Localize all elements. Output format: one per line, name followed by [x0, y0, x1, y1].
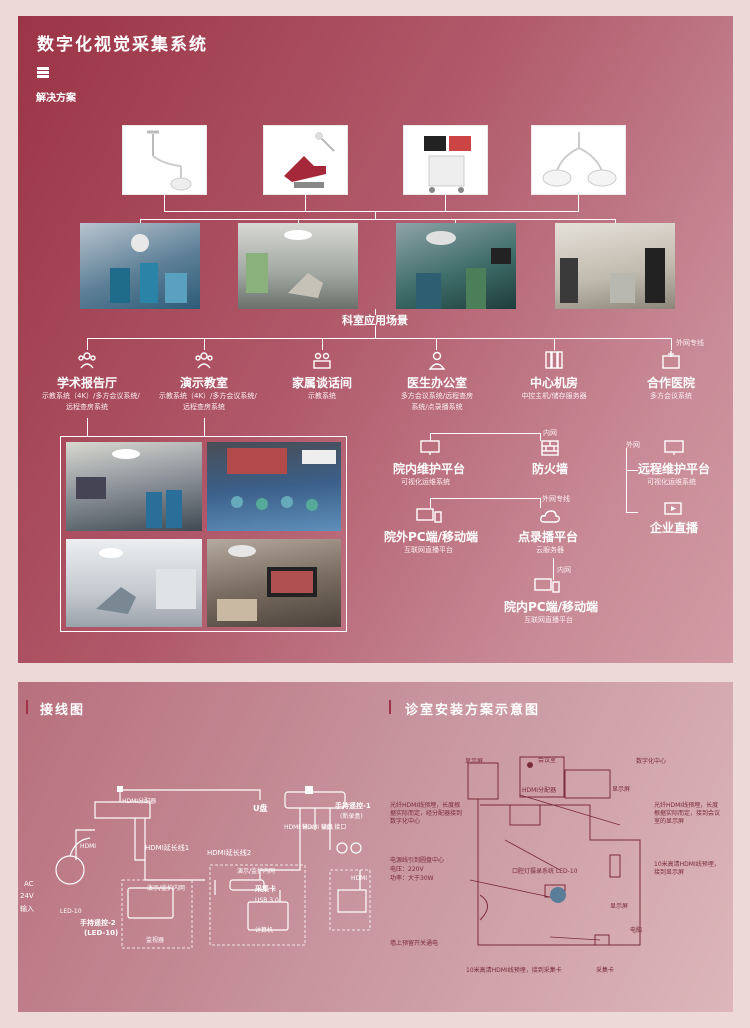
external-line-label-2: 外网专线	[542, 495, 570, 503]
pc-mobile-icon	[416, 508, 442, 523]
scene-doctor-office: 医生办公室 多方会议系统/远程查房 系统/点录播系统	[391, 350, 483, 413]
wall-switch-label: 墙上预留开关通电	[390, 940, 439, 947]
enterprise-live-node: 企业直播	[650, 500, 720, 536]
remote1-sub-label: (新录盒)	[340, 813, 363, 820]
dental-chair-icon	[284, 132, 335, 188]
meeting-room-label: 会议室	[538, 757, 557, 764]
intranet-label: 内网	[543, 429, 557, 437]
power-note-2: 电压：220V	[390, 866, 424, 873]
menu-icon[interactable]	[37, 67, 49, 78]
remote1-label: 手持遥控-1	[335, 802, 371, 810]
intranet-label-2: 内网	[557, 566, 571, 574]
scene-family-room: 家属谈话间 示教系统	[277, 350, 367, 402]
operating-room-photo	[80, 223, 200, 309]
dental-room-photo	[238, 223, 358, 309]
internal-maint-platform: 院内维护平台 可视化运维系统	[393, 440, 493, 487]
note-4: 10米高清HDMI线预埋，接到采集卡	[466, 967, 562, 974]
mobile-cart-icon	[424, 136, 471, 193]
install-section-title: 诊室安装方案示意图	[405, 703, 541, 718]
pc-mobile-icon	[534, 578, 560, 593]
capture-card-install-label: 采集卡	[596, 967, 615, 974]
lecture-hall-photo	[66, 442, 202, 531]
hdmi-splitter-label: HDMI分配器	[122, 798, 157, 805]
monitor-icon	[664, 440, 684, 455]
inside-pc-platform: 院内PC端/移动端 互联网直播平台	[504, 578, 614, 625]
hub-label: 科室应用场景	[342, 314, 408, 327]
diagram-panel	[18, 682, 733, 1012]
led-camera-label: 口腔灯摄录系统 LED-10	[512, 868, 578, 875]
show-monitor-label-2: 演示/监护内网	[147, 885, 186, 892]
server-icon	[545, 351, 563, 369]
u-disk-label: U盘	[253, 804, 268, 813]
external-label: 外网	[626, 441, 640, 449]
hospital-icon	[662, 351, 680, 369]
page-title: 数字化视觉采集系统	[37, 35, 208, 55]
note-1: 光纤HDMI线预埋，长度根据实际而定，接到会议室的显示屏	[654, 802, 721, 825]
led-label: LED-10	[60, 908, 82, 915]
outside-pc-platform: 院外PC端/移动端 互联网直播平台	[384, 508, 494, 555]
digital-center-label: 数字化中心	[636, 758, 667, 765]
computer-label: 计算机	[255, 927, 274, 934]
install-hdmi-splitter-label: HDMI分配器	[522, 787, 557, 794]
remote-maint-platform: 远程维护平台 可视化运维系统	[638, 440, 738, 487]
remote2-label: 手持遥控-2	[80, 919, 116, 927]
display-screen3-label: 显示屏	[610, 903, 629, 910]
page-subtitle: 解决方案	[36, 93, 76, 104]
note-3: 10米高清HDMI线预埋，接到显示屏	[654, 861, 720, 876]
surgery-photo	[396, 223, 516, 309]
mobile-cart-image	[403, 125, 488, 195]
power-note-3: 功率：大于30W	[390, 875, 434, 882]
cloud-icon	[540, 510, 560, 523]
install-floorplan	[467, 756, 641, 946]
scene-photo-grid	[60, 436, 347, 632]
group-icon	[78, 352, 96, 369]
hdmi-ext2-label: HDMI延长线2	[207, 849, 252, 857]
usb-label: USB 3.0	[255, 897, 279, 904]
scene-academic-hall: 学术报告厅 示教系统（4K）/多方会议系统/ 远程查房系统	[42, 350, 140, 413]
monitor-icon	[420, 440, 440, 455]
computer-install-label: 电脑	[630, 927, 643, 934]
ceiling-lamp-icon	[147, 130, 192, 191]
group-icon	[195, 352, 213, 369]
show-monitor-label: 演示/监护内网	[237, 868, 276, 875]
firewall-node: 防火墙	[532, 440, 592, 477]
display-screen-label: 显示屏	[465, 758, 484, 765]
wiring-section-title: 接线图	[40, 703, 86, 718]
display-screen2-label: 显示屏	[612, 786, 631, 793]
note-2: 光纤HDMI线预埋，长度根据实际而定，经分配器接到数字化中心	[390, 802, 463, 825]
scene-demo-classroom: 演示教室 示教系统（4K）/多方会议系统/ 远程查房系统	[159, 350, 257, 413]
dental-room2-photo	[66, 539, 202, 627]
dental-chair-image	[263, 125, 348, 195]
hdmi-label: HDMI	[80, 843, 97, 850]
monitor-label: 监视器	[146, 937, 165, 944]
dual-shadowless-lamp-image	[531, 125, 626, 195]
scene-partner-hospital: 合作医院 多方会议系统	[626, 350, 716, 402]
classroom-photo	[207, 442, 341, 531]
firewall-icon	[541, 440, 559, 456]
ceiling-lamp-image	[122, 125, 207, 195]
capture-card-label: 采集卡	[255, 885, 276, 893]
hdmi-right-label: HDMI	[351, 875, 368, 882]
display-room-photo	[207, 539, 341, 627]
power-note-1: 电源线引到圆盘中心	[390, 857, 445, 864]
hdmi-ext1-label: HDMI延长线1	[145, 844, 190, 852]
doctor-icon	[428, 351, 446, 370]
family-icon	[313, 352, 331, 369]
external-line-label: 外网专线	[676, 339, 704, 347]
surgical-lamp-icon	[542, 132, 617, 187]
scene-server-room: 中心机房 中控主机/储存服务器	[509, 350, 599, 402]
remote2-sub-label: (LED-10)	[84, 929, 119, 937]
play-icon	[664, 502, 682, 515]
wiring-diagram	[55, 786, 371, 949]
clinic-photo	[555, 223, 675, 309]
vod-platform: 点录播平台 云服务器	[518, 508, 598, 555]
